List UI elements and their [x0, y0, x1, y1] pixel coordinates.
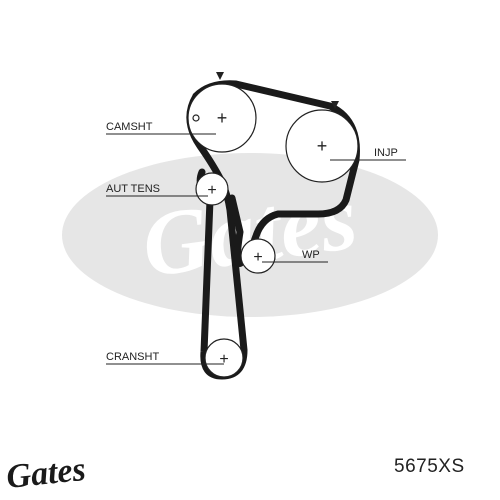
- water-pump-label: WP: [302, 249, 320, 261]
- leader-lines: [106, 133, 406, 365]
- svg-text:+: +: [207, 182, 216, 199]
- logo-text: Gates: [5, 451, 88, 496]
- timing-arrow-icon: [331, 101, 339, 109]
- svg-text:+: +: [217, 108, 228, 128]
- auto-tensioner-pulley: +: [195, 172, 229, 206]
- camshaft-pulley: +: [187, 83, 257, 153]
- crankshaft-pulley: +: [204, 338, 244, 378]
- crankshaft-label: CRANSHT: [106, 351, 159, 363]
- timing-arrow-icon: [216, 72, 224, 80]
- timing-mark-icon: [192, 114, 200, 122]
- water-pump-pulley: +: [240, 238, 276, 274]
- gates-watermark: Gates: [62, 153, 438, 317]
- part-code: 5675XS: [394, 456, 465, 477]
- svg-text:+: +: [317, 136, 328, 156]
- injection-pump-pulley: +: [285, 109, 359, 183]
- gates-logo: Gates: [5, 451, 88, 496]
- svg-text:+: +: [253, 249, 262, 266]
- auto-tensioner-label: AUT TENS: [106, 183, 160, 195]
- svg-text:+: +: [219, 351, 228, 368]
- camshaft-label: CAMSHT: [106, 121, 153, 133]
- injection-pump-label: INJP: [374, 147, 398, 159]
